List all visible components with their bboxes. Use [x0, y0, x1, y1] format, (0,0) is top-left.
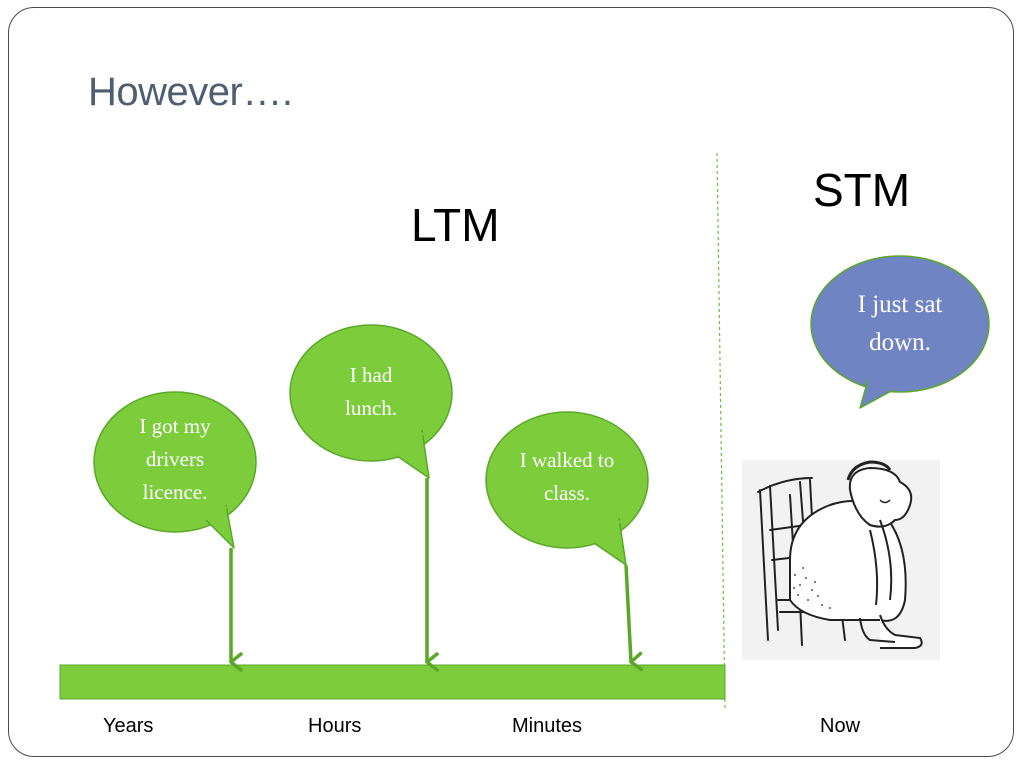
ltm-stm-divider — [716, 152, 726, 711]
stm-label: STM — [813, 164, 911, 216]
speech-bubble-sat-down — [810, 255, 990, 409]
bubble-text-lunch: I had lunch. — [345, 363, 397, 420]
speech-bubble-lunch — [289, 324, 453, 479]
axis-label-years: Years — [103, 715, 154, 737]
ltm-label: LTM — [411, 199, 500, 251]
slide-frame — [8, 7, 1014, 757]
axis-label-minutes: Minutes — [512, 715, 583, 737]
axis-label-now: Now — [820, 715, 861, 737]
bubble-text-licence: I got my drivers licence. — [139, 414, 211, 504]
slide-title: However…. — [88, 70, 293, 114]
speech-bubble-class — [485, 411, 649, 566]
axis-label-hours: Hours — [308, 715, 362, 737]
bubble-text-class: I walked to class. — [519, 448, 615, 505]
seated-man-icon — [742, 460, 940, 660]
bubble-text-sat-down: I just sat down. — [857, 291, 943, 356]
arrow-class — [624, 564, 644, 672]
speech-bubble-licence — [93, 391, 257, 549]
timeline-bar — [59, 664, 726, 700]
